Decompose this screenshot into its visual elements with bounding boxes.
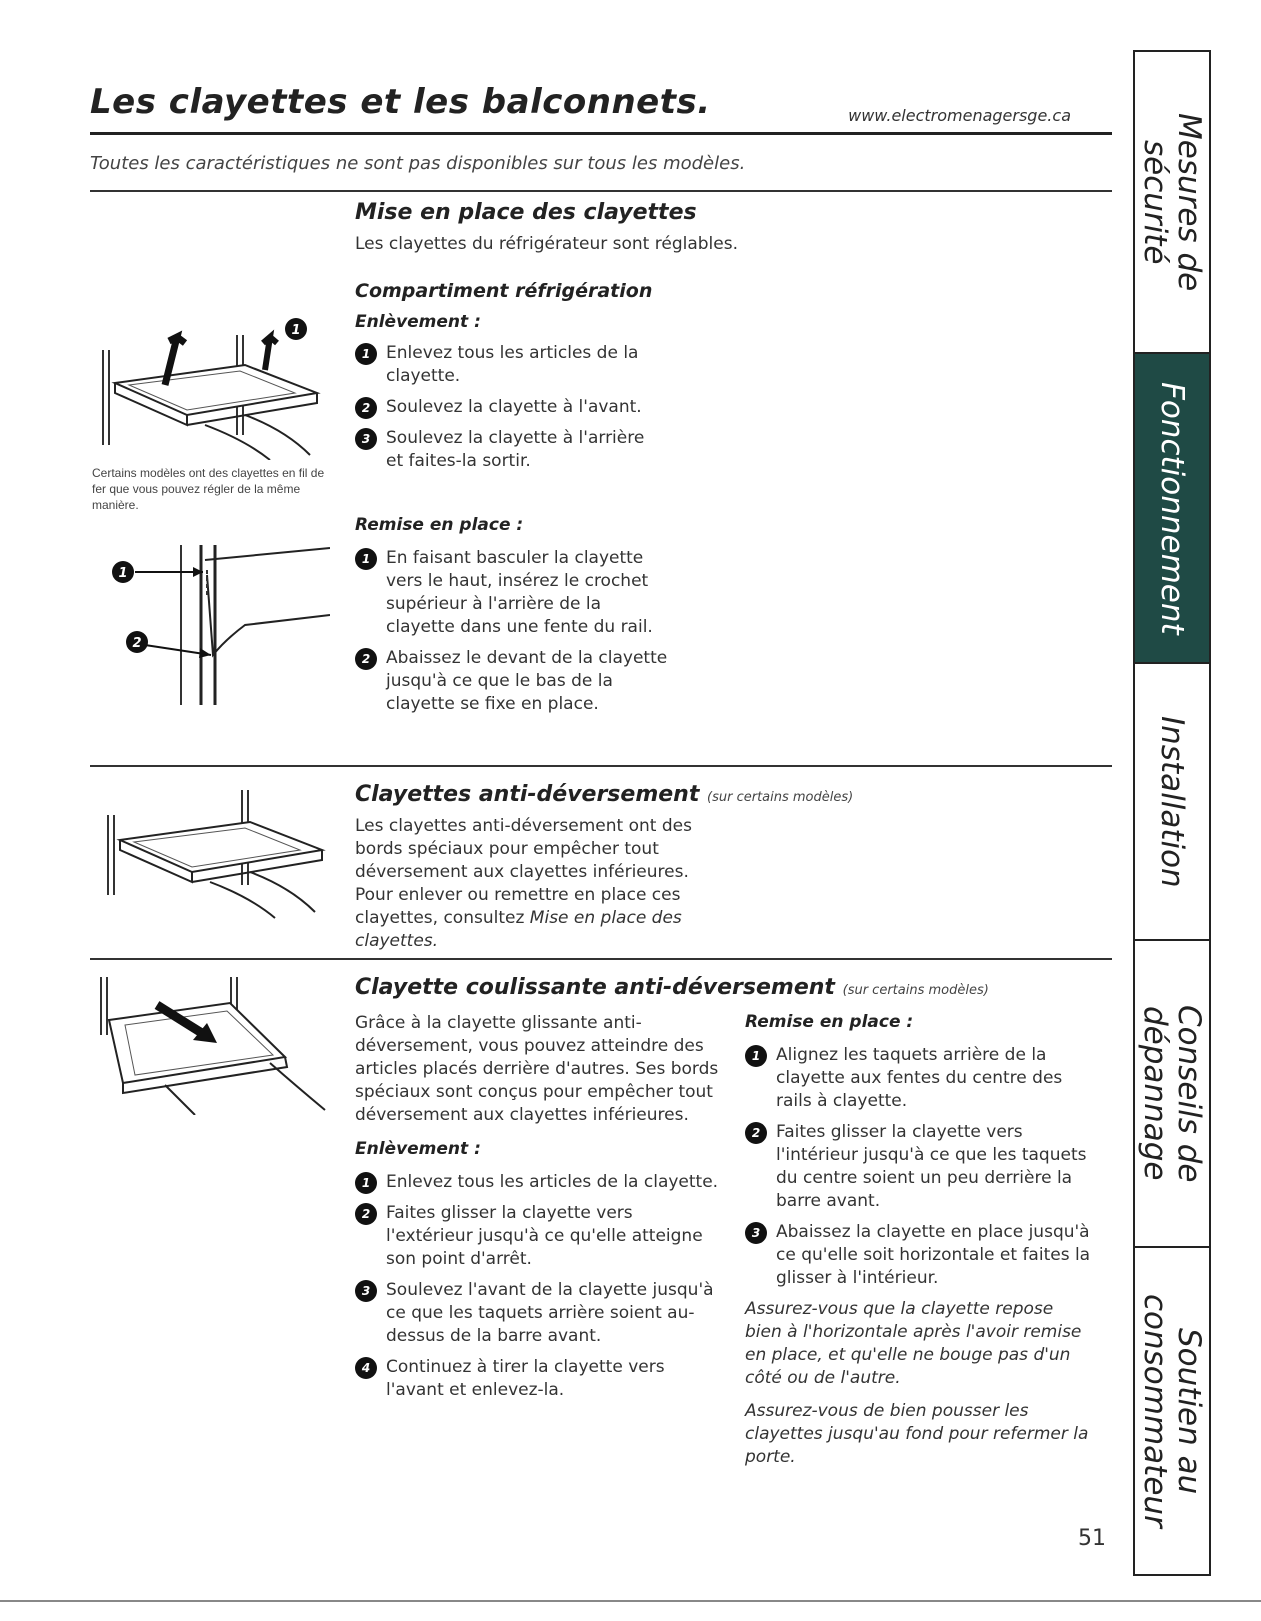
tab-soutien-au-consommateur[interactable]: Soutien au consommateur	[1137, 1294, 1207, 1528]
push-note: Assurez-vous de bien pousser les clayett…	[745, 1401, 1089, 1467]
step-marker-2: 2	[132, 636, 141, 651]
shelf-removal-illustration: 1	[95, 315, 325, 460]
section-tabs: Mesures de sécurité Fonctionnement Insta…	[1133, 50, 1211, 1576]
cross-reference: Mise en place des clayettes.	[355, 908, 682, 951]
page-bottom-edge	[0, 1600, 1261, 1602]
title-rule	[90, 132, 1112, 135]
slide-out-section: Clayette coulissante anti-déversement (s…	[355, 975, 1095, 1000]
page-number: 51	[1078, 1526, 1106, 1551]
step-number: 2	[355, 648, 377, 670]
section-intro: Les clayettes du réfrigérateur sont régl…	[355, 234, 738, 254]
spillproof-shelf-illustration	[100, 790, 330, 920]
wire-shelf-caption: Certains modèles ont des clayettes en fi…	[92, 466, 325, 512]
page-title: Les clayettes et les balconnets.	[90, 82, 711, 122]
tab-mesures-de-securite[interactable]: Mesures de sécurité	[1135, 52, 1209, 354]
step-number: 1	[355, 548, 377, 570]
step-number: 2	[355, 397, 377, 419]
spillproof-section: Clayettes anti-déversement (sur certains…	[355, 782, 1095, 953]
section-heading: Mise en place des clayettes	[355, 200, 697, 225]
section-divider	[90, 190, 1112, 192]
step-number: 3	[355, 1280, 377, 1302]
removal-label: Enlèvement :	[355, 312, 481, 332]
replace-label: Remise en place :	[745, 1012, 914, 1032]
models-note: (sur certains modèles)	[842, 983, 989, 998]
shelf-replacement-illustration: 1 2	[95, 530, 330, 705]
step-number: 3	[355, 428, 377, 450]
slide-out-shelf-illustration	[95, 975, 330, 1115]
section-heading: Clayette coulissante anti-déversement	[355, 975, 835, 1000]
step-number: 2	[745, 1122, 767, 1144]
tab-conseils-de-depannage[interactable]: Conseils de dépannage	[1135, 941, 1209, 1248]
section-divider	[90, 958, 1112, 960]
website-url[interactable]: www.electromenagersge.ca	[848, 106, 1071, 125]
shelf-placement-section: Mise en place des clayettes Les clayette…	[355, 200, 1095, 724]
section-heading: Clayettes anti-déversement	[355, 782, 700, 807]
section-divider	[90, 765, 1112, 767]
step-number: 2	[355, 1203, 377, 1225]
step-number: 1	[355, 343, 377, 365]
availability-note: Toutes les caractéristiques ne sont pas …	[90, 153, 746, 174]
models-note: (sur certains modèles)	[707, 790, 854, 805]
step-marker-1: 1	[291, 323, 300, 338]
step-number: 3	[745, 1222, 767, 1244]
tab-installation[interactable]: Installation	[1135, 664, 1209, 941]
step-number: 4	[355, 1357, 377, 1379]
tab-fonctionnement[interactable]: Fonctionnement	[1135, 354, 1209, 664]
level-note: Assurez-vous que la clayette repose bien…	[745, 1299, 1082, 1388]
step-number: 1	[355, 1172, 377, 1194]
section-intro: Grâce à la clayette glissante anti-déver…	[355, 1013, 719, 1125]
slide-out-left-column: Grâce à la clayette glissante anti-déver…	[355, 1012, 720, 1410]
step-marker-1: 1	[118, 566, 127, 581]
replace-label: Remise en place :	[355, 515, 524, 535]
removal-label: Enlèvement :	[355, 1139, 481, 1159]
fresh-food-heading: Compartiment réfrigération	[355, 280, 653, 302]
section-body: Les clayettes anti-déversement ont des b…	[355, 816, 692, 951]
step-number: 1	[745, 1045, 767, 1067]
